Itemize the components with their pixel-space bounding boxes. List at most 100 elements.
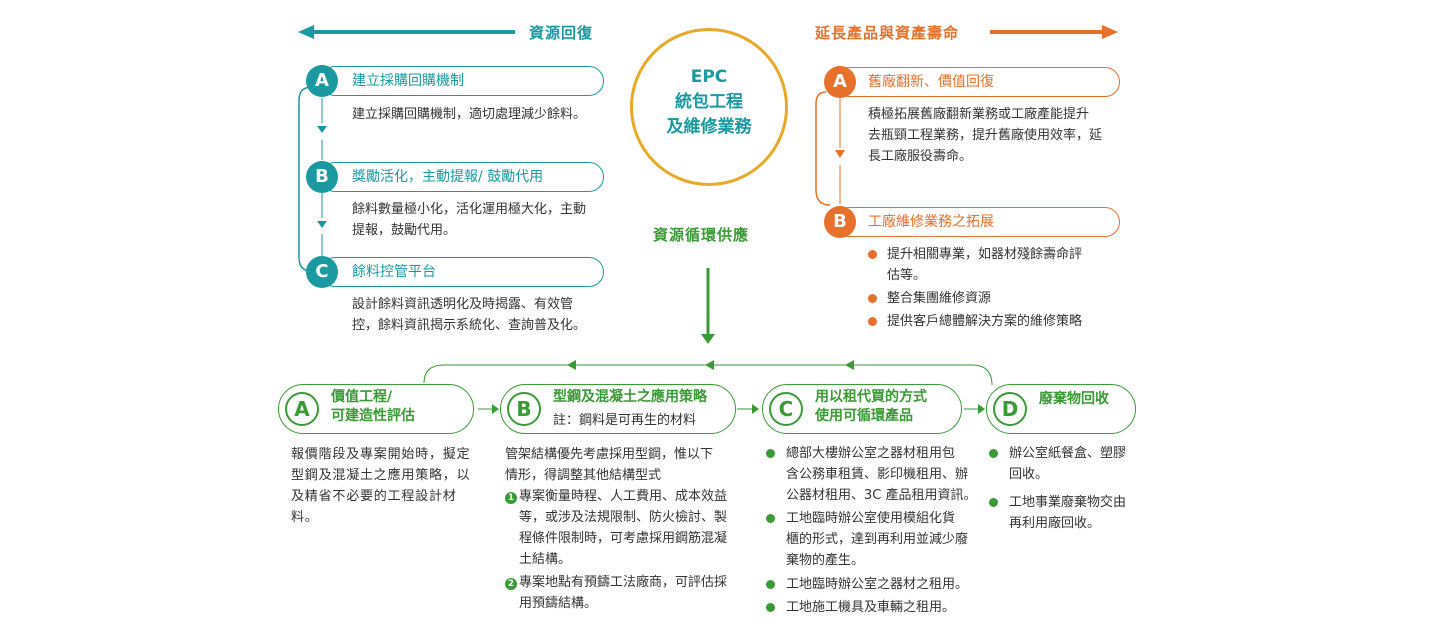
bottom-card-d-bullet-2: 工地事業廢棄物交由 再利用廠回收。 bbox=[1009, 492, 1126, 534]
text-line: 專案地點有預鑄工法廠商，可評估採 bbox=[519, 575, 728, 590]
text-line: 含公務車租賃、影印機租用、辦 bbox=[786, 467, 969, 482]
bullet-line: 估等。 bbox=[887, 268, 927, 283]
left-item-a-title: 建立採購回購機制 bbox=[352, 73, 464, 89]
text-line: 土結構。 bbox=[519, 552, 572, 567]
text-line: 情形，得調整其他結構型式 bbox=[505, 468, 662, 483]
bullet-dot bbox=[989, 449, 998, 458]
right-item-b-bullet-3: 提供客戶總體解決方案的維修策略 bbox=[887, 311, 1082, 332]
bottom-card-a-text: 報價階段及專案開始時，擬定 型鋼及混凝土之應用策略，以 及精省不必要的工程設計材… bbox=[291, 444, 470, 528]
text-line: 料。 bbox=[291, 510, 319, 525]
bottom-card-b-badge: B bbox=[507, 392, 541, 426]
text-line: 公器材租用、3C 產品租用資訊。 bbox=[786, 488, 977, 503]
left-item-c-title: 餘料控管平台 bbox=[352, 264, 436, 280]
text-line: 報價階段及專案開始時，擬定 bbox=[291, 447, 471, 462]
bottom-card-c-title: 用以租代買的方式 使用可循環產品 bbox=[815, 388, 927, 426]
right-item-a-title: 舊廠翻新、價值回復 bbox=[868, 74, 994, 90]
desc-line: 提報，鼓勵代用。 bbox=[352, 223, 457, 238]
title-line: 價值工程/ bbox=[331, 389, 393, 405]
bottom-card-c-bullet-3: 工地臨時辦公室之器材之租用。 bbox=[786, 574, 968, 595]
right-item-a-badge: A bbox=[824, 66, 856, 98]
text-line: 總部大樓辦公室之器材租用包 bbox=[786, 446, 956, 461]
bottom-card-d-badge: D bbox=[993, 392, 1027, 426]
left-item-a-pill bbox=[320, 66, 604, 96]
bottom-card-d-bullet-1: 辦公室紙餐盒、塑膠 回收。 bbox=[1009, 443, 1126, 485]
desc-line: 去瓶頸工程業務，提升舊廠使用效率，延 bbox=[868, 128, 1103, 143]
bullet-dot bbox=[868, 250, 877, 259]
left-item-c-pill bbox=[320, 257, 604, 287]
desc-line: 控，餘料資訊揭示系統化、查詢普及化。 bbox=[352, 318, 587, 333]
left-item-a-desc: 建立採購回購機制，適切處理減少餘料。 bbox=[352, 104, 586, 125]
left-item-c-badge: C bbox=[306, 256, 338, 288]
text-line: 專案衡量時程、人工費用、成本效益 bbox=[519, 489, 728, 504]
text-line: 用預鑄結構。 bbox=[519, 596, 598, 611]
bottom-card-c bbox=[762, 384, 962, 434]
left-item-b-title: 獎勵活化，主動提報/ 鼓勵代用 bbox=[352, 169, 544, 185]
left-item-c-desc: 設計餘料資訊透明化及時揭露、有效管 控，餘料資訊揭示系統化、查詢普及化。 bbox=[352, 294, 586, 336]
bullet-dot bbox=[766, 449, 775, 458]
left-header-title: 資源回復 bbox=[529, 24, 594, 42]
epc-center-circle: EPC 統包工程 及維修業務 bbox=[630, 28, 788, 186]
title-line: 用以租代買的方式 bbox=[815, 389, 927, 405]
bottom-card-b-item-2: 專案地點有預鑄工法廠商，可評估採 用預鑄結構。 bbox=[519, 572, 727, 614]
bottom-card-c-bullet-2: 工地臨時辦公室使用模組化貨 櫃的形式，達到再利用並減少廢 棄物的產生。 bbox=[786, 508, 968, 571]
bullet-line: 整合集團維修資源 bbox=[887, 291, 992, 306]
bottom-card-d-title: 廢棄物回收 bbox=[1039, 391, 1109, 407]
text-line: 工地臨時辦公室之器材之租用。 bbox=[786, 577, 969, 592]
left-item-b-pill bbox=[320, 162, 604, 192]
bullet-dot bbox=[766, 514, 775, 523]
center-label: 資源循環供應 bbox=[653, 226, 750, 244]
bottom-card-b-title: 型鋼及混凝土之應用策略 bbox=[553, 389, 707, 405]
right-item-b-bullet-1: 提升相關專業，如器材殘餘壽命評 估等。 bbox=[887, 244, 1082, 286]
text-line: 工地施工機具及車輛之租用。 bbox=[786, 600, 956, 615]
bottom-card-a-badge: A bbox=[285, 392, 319, 426]
right-item-b-pill bbox=[834, 207, 1120, 237]
text-line: 辦公室紙餐盒、塑膠 bbox=[1009, 446, 1127, 461]
bullet-line: 提升相關專業，如器材殘餘壽命評 bbox=[887, 247, 1083, 262]
number-badge-1: 1 bbox=[505, 492, 517, 504]
desc-line: 建立採購回購機制，適切處理減少餘料。 bbox=[352, 107, 587, 122]
text-line: 管架結構優先考慮採用型鋼，惟以下 bbox=[505, 447, 714, 462]
bottom-card-b-subtitle: 註：鋼料是可再生的材料 bbox=[553, 413, 697, 428]
text-line: 程條件限制時，可考慮採用鋼筋混凝 bbox=[519, 531, 728, 546]
bullet-dot bbox=[989, 498, 998, 507]
desc-line: 積極拓展舊廠翻新業務或工廠產能提升 bbox=[868, 107, 1090, 122]
text-line: 櫃的形式，達到再利用並減少廢 bbox=[786, 532, 969, 547]
bottom-card-c-bullet-4: 工地施工機具及車輛之租用。 bbox=[786, 597, 955, 618]
desc-line: 餘料數量極小化，活化運用極大化，主動 bbox=[352, 202, 587, 217]
epc-line-1: EPC bbox=[690, 67, 728, 87]
bullet-dot bbox=[766, 580, 775, 589]
right-item-a-pill bbox=[834, 67, 1120, 97]
bottom-card-b-intro: 管架結構優先考慮採用型鋼，惟以下 情形，得調整其他結構型式 bbox=[505, 444, 713, 486]
bottom-card-a-title: 價值工程/ 可建造性評估 bbox=[331, 388, 415, 426]
text-line: 工地臨時辦公室使用模組化貨 bbox=[786, 511, 956, 526]
bullet-dot bbox=[868, 317, 877, 326]
left-item-b-badge: B bbox=[306, 161, 338, 193]
text-line: 及精省不必要的工程設計材 bbox=[291, 489, 457, 504]
left-item-a-badge: A bbox=[306, 65, 338, 97]
title-line: 使用可循環產品 bbox=[815, 408, 913, 424]
epc-line-2: 統包工程 bbox=[675, 92, 743, 112]
left-item-b-desc: 餘料數量極小化，活化運用極大化，主動 提報，鼓勵代用。 bbox=[352, 199, 586, 241]
desc-line: 長工廠服役壽命。 bbox=[868, 149, 973, 164]
bottom-card-c-bullet-1: 總部大樓辦公室之器材租用包 含公務車租賃、影印機租用、辦 公器材租用、3C 產品… bbox=[786, 443, 976, 506]
epc-line-3: 及維修業務 bbox=[666, 117, 752, 137]
right-item-b-bullet-2: 整合集團維修資源 bbox=[887, 288, 991, 309]
text-line: 回收。 bbox=[1009, 467, 1049, 482]
bottom-card-b-item-1: 專案衡量時程、人工費用、成本效益 等，或涉及法規限制、防火檢討、製 程條件限制時… bbox=[519, 486, 727, 570]
right-item-b-badge: B bbox=[824, 206, 856, 238]
bullet-dot bbox=[766, 603, 775, 612]
desc-line: 設計餘料資訊透明化及時揭露、有效管 bbox=[352, 297, 574, 312]
text-line: 工地事業廢棄物交由 bbox=[1009, 495, 1127, 510]
right-item-a-desc: 積極拓展舊廠翻新業務或工廠產能提升 去瓶頸工程業務，提升舊廠使用效率，延 長工廠… bbox=[868, 104, 1102, 167]
text-line: 等，或涉及法規限制、防火檢討、製 bbox=[519, 510, 728, 525]
number-badge-2: 2 bbox=[505, 578, 517, 590]
bullet-dot bbox=[868, 294, 877, 303]
bullet-line: 提供客戶總體解決方案的維修策略 bbox=[887, 314, 1083, 329]
text-line: 再利用廠回收。 bbox=[1009, 516, 1101, 531]
right-item-b-title: 工廠維修業務之拓展 bbox=[868, 214, 994, 230]
bottom-card-c-badge: C bbox=[769, 392, 803, 426]
text-line: 棄物的產生。 bbox=[786, 553, 865, 568]
title-line: 可建造性評估 bbox=[331, 408, 415, 424]
right-header-title: 延長產品與資產壽命 bbox=[815, 24, 960, 42]
